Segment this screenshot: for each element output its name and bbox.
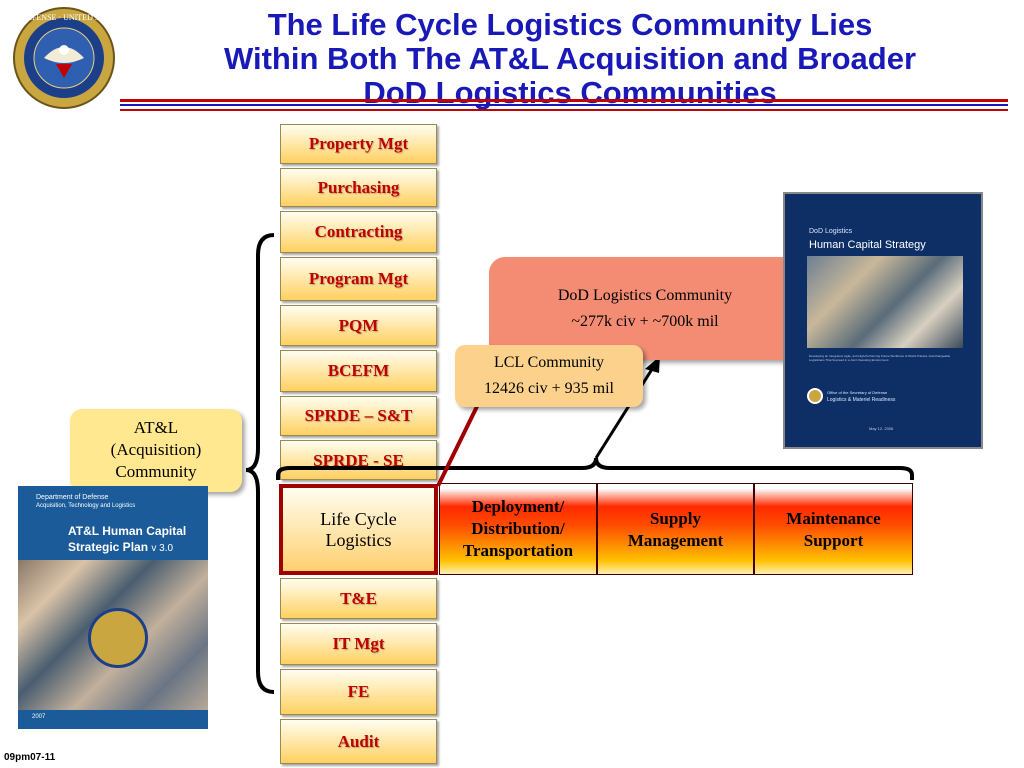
atl-strategic-plan-cover: Department of Defense Acquisition, Techn… <box>18 486 208 729</box>
stack-box-pqm: PQM <box>280 305 437 346</box>
stack-box-sprde-se: SPRDE - SE <box>280 440 437 480</box>
dod-seal-logo: DEPARTMENT OF DEFENSE · UNITED STATES OF… <box>10 7 118 109</box>
stack-box-program-mgt: Program Mgt <box>280 257 437 301</box>
lcl-callout-line-1: LCL Community <box>493 354 605 371</box>
function-line: Deployment/ <box>471 497 565 516</box>
lcl-callout-line-2: 12426 civ + 935 mil <box>484 380 614 397</box>
title-rule-red-2 <box>120 109 1008 111</box>
atl-callout-line-2: (Acquisition) <box>110 440 202 459</box>
stack-label: Purchasing <box>317 177 400 197</box>
cover-header-1: Department of Defense <box>36 494 109 501</box>
title-line-3: DoD Logistics Communities <box>363 75 777 110</box>
cover-title: Human Capital Strategy <box>809 239 926 251</box>
cover-subtitle: Developing an Integrated, Agile, and Hig… <box>809 354 951 362</box>
cover-title-2: Strategic Plan <box>68 540 149 554</box>
stack-box-property-mgt: Property Mgt <box>280 124 437 164</box>
stack-box-purchasing: Purchasing <box>280 168 437 207</box>
stack-box-audit: Audit <box>280 719 437 764</box>
title-line-2: Within Both The AT&L Acquisition and Bro… <box>223 41 917 76</box>
cover-office-1: Office of the Secretary of Defense <box>827 390 888 395</box>
stack-label: Program Mgt <box>308 269 409 288</box>
lcl-box-line-1: Life Cycle <box>320 508 397 529</box>
stack-box-contracting: Contracting <box>280 211 437 253</box>
cover-title-2-wrap: Strategic Plan v 3.0 <box>68 540 173 554</box>
human-capital-strategy-cover: DoD Logistics Human Capital Strategy Dev… <box>783 192 983 449</box>
cover-seal-icon <box>88 608 148 668</box>
stack-label: FE <box>347 682 370 701</box>
stack-label: Property Mgt <box>308 134 409 153</box>
lcl-community-callout: LCL Community 12426 civ + 935 mil <box>455 345 643 407</box>
cover-year: 2007 <box>32 714 46 720</box>
stack-label: PQM <box>338 315 379 335</box>
cover-small-label: DoD Logistics <box>809 228 853 235</box>
cover-title-1: AT&L Human Capital <box>68 524 187 538</box>
seal-text: DEPARTMENT OF DEFENSE · UNITED STATES OF… <box>10 13 118 22</box>
function-line: Distribution/ <box>471 519 565 538</box>
stack-label: T&E <box>340 588 377 608</box>
stack-box-sprde-st: SPRDE – S&T <box>280 396 437 436</box>
stack-label: Contracting <box>314 222 403 241</box>
life-cycle-logistics-box: Life Cycle Logistics <box>279 484 438 575</box>
cover-date: May 12, 2006 <box>869 426 894 431</box>
atl-brace <box>245 233 275 694</box>
stack-box-fe: FE <box>280 669 437 715</box>
cover-header-2: Acquisition, Technology and Logistics <box>36 503 136 509</box>
title-rule-blue <box>120 104 1008 106</box>
function-line: Supply <box>649 509 702 528</box>
page-title: The Life Cycle Logistics Community Lies … <box>120 8 1020 110</box>
cover-version: v 3.0 <box>151 543 174 554</box>
title-rule-red <box>120 99 1008 102</box>
stack-box-bcefm: BCEFM <box>280 350 437 392</box>
cover-seal-icon <box>807 388 823 404</box>
atl-community-callout: AT&L (Acquisition) Community <box>70 409 242 492</box>
function-box-maintenance: Maintenance Support <box>754 483 913 575</box>
dod-arrow <box>594 365 656 459</box>
function-line: Transportation <box>462 541 574 560</box>
function-box-supply: Supply Management <box>597 483 754 575</box>
stack-box-te: T&E <box>280 578 437 619</box>
function-line: Management <box>627 531 724 550</box>
function-line: Support <box>803 531 864 550</box>
stack-box-it-mgt: IT Mgt <box>280 623 437 665</box>
function-line: Maintenance <box>786 509 881 528</box>
slide-code: 09pm07-11 <box>4 752 56 763</box>
stack-label: BCEFM <box>327 361 390 380</box>
dod-callout-line-1: DoD Logistics Community <box>557 287 733 304</box>
stack-label: IT Mgt <box>332 634 385 653</box>
stack-label: Audit <box>337 731 380 751</box>
stack-label: SPRDE - SE <box>313 451 404 470</box>
cover-photo-grid <box>807 256 963 348</box>
stack-label: SPRDE – S&T <box>304 406 413 425</box>
dod-logistics-callout: DoD Logistics Community ~277k civ + ~700… <box>489 257 801 360</box>
dod-brace <box>276 457 914 480</box>
atl-callout-line-3: Community <box>115 462 197 481</box>
title-line-1: The Life Cycle Logistics Community Lies <box>267 7 873 42</box>
function-box-deployment: Deployment/ Distribution/ Transportation <box>439 483 597 575</box>
lcl-box-line-2: Logistics <box>325 529 392 550</box>
atl-callout-line-1: AT&L <box>133 418 179 437</box>
cover-office-2: Logistics & Materiel Readiness <box>827 397 896 403</box>
dod-arrow-head <box>645 356 660 373</box>
dod-callout-line-2: ~277k civ + ~700k mil <box>571 313 719 330</box>
